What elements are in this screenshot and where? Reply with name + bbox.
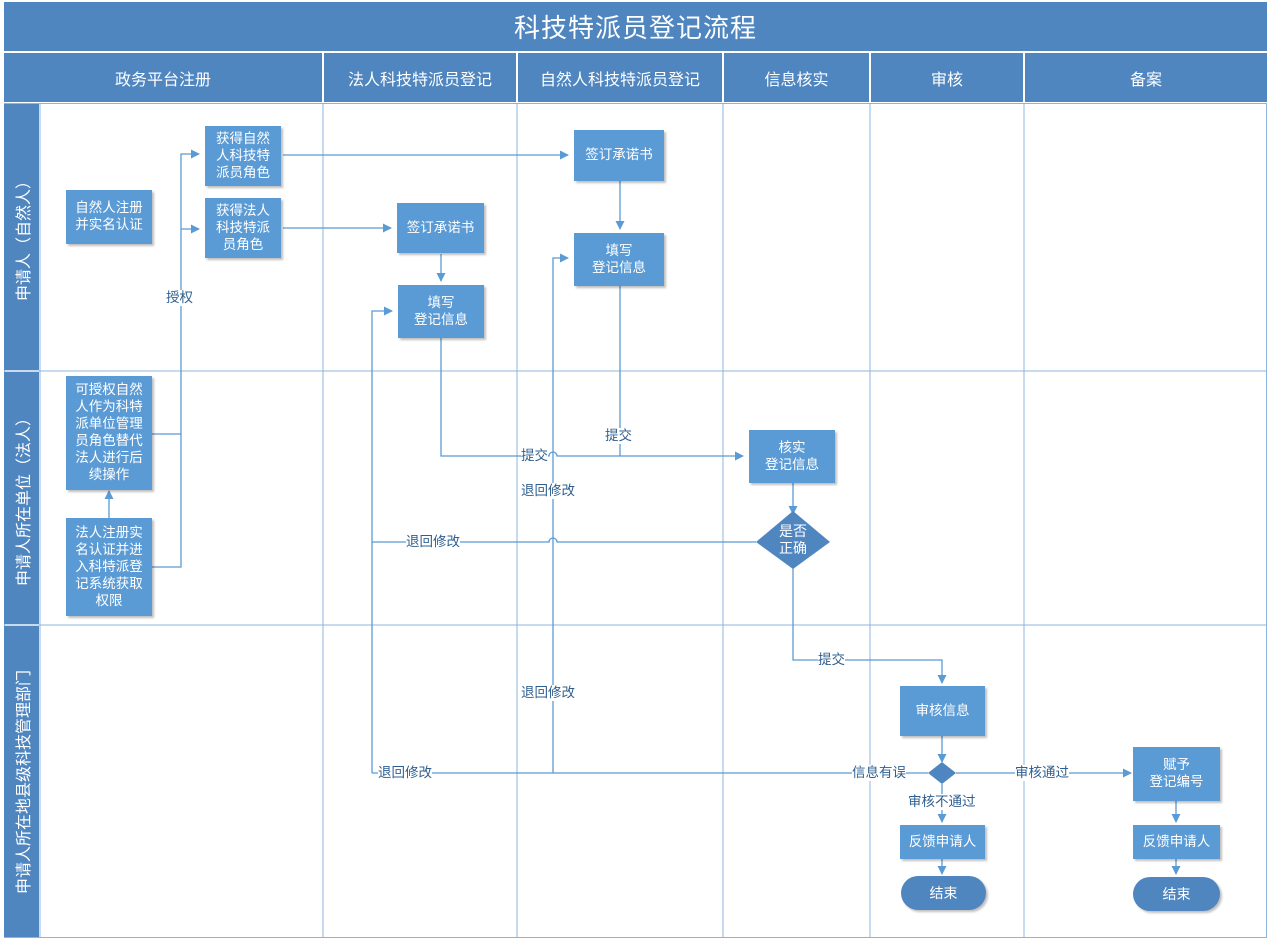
column-header-platform-register: 政务平台注册 bbox=[4, 53, 322, 102]
node-fill-natural: 填写 登记信息 bbox=[574, 233, 664, 286]
node-sign-legal: 签订承诺书 bbox=[397, 203, 484, 253]
edge-authorize-trunk bbox=[152, 149, 200, 568]
node-natural-register: 自然人注册 并实名认证 bbox=[66, 190, 152, 244]
label-info-error: 信息有误 bbox=[852, 765, 906, 781]
node-verify: 核实 登记信息 bbox=[749, 430, 835, 483]
label-return-review: 退回修改 bbox=[378, 765, 432, 781]
lane-label: 申请人（自然人） bbox=[13, 172, 33, 302]
label-review-pass: 审核通过 bbox=[1015, 765, 1069, 781]
node-legal-role: 获得法人 科技特派 员角色 bbox=[205, 198, 281, 258]
lane-header-natural-person: 申请人（自然人） bbox=[4, 104, 39, 370]
swimlane-grid bbox=[4, 103, 1267, 938]
label-submit-review: 提交 bbox=[818, 652, 845, 668]
label-submit-natural: 提交 bbox=[605, 428, 632, 444]
edge-return-legal bbox=[371, 306, 393, 773]
decision-review bbox=[928, 762, 956, 784]
node-feedback-right: 反馈申请人 bbox=[1133, 825, 1220, 859]
edge-fill-legal-to-verify bbox=[440, 337, 744, 461]
node-sign-natural: 签订承诺书 bbox=[574, 130, 664, 181]
column-header-verification: 信息核实 bbox=[724, 53, 869, 102]
label-review-fail: 审核不通过 bbox=[908, 794, 976, 810]
edge-return-natural bbox=[552, 253, 569, 773]
node-review: 审核信息 bbox=[900, 686, 985, 736]
node-is-correct-label: 是否 正确 bbox=[779, 524, 807, 557]
node-fill-legal: 填写 登记信息 bbox=[398, 285, 484, 338]
node-authorize-note: 可授权自然 人作为科特 派单位管理 员角色替代 法人进行后 续操作 bbox=[66, 376, 152, 490]
page-title: 科技特派员登记流程 bbox=[4, 2, 1267, 51]
node-natural-role: 获得自然 人科技特 派员角色 bbox=[205, 126, 281, 186]
node-legal-register: 法人注册实 名认证并进 入科特派登 记系统获取 权限 bbox=[66, 518, 152, 616]
label-authorize: 授权 bbox=[166, 290, 193, 306]
lane-label: 申请人所在地县级科技管理部门 bbox=[13, 669, 33, 894]
label-return-natural-2: 退回修改 bbox=[521, 685, 575, 701]
node-end-left: 结束 bbox=[901, 876, 986, 910]
decision-is-correct bbox=[756, 511, 830, 569]
node-feedback-left: 反馈申请人 bbox=[900, 825, 985, 859]
label-return-verify: 退回修改 bbox=[406, 534, 460, 550]
lane-header-legal-unit: 申请人所在单位（法人） bbox=[4, 372, 39, 624]
column-header-natural-registration: 自然人科技特派员登记 bbox=[518, 53, 722, 102]
lane-header-county-department: 申请人所在地县级科技管理部门 bbox=[4, 626, 39, 937]
label-return-natural-1: 退回修改 bbox=[521, 483, 575, 499]
label-submit-legal: 提交 bbox=[521, 448, 548, 464]
edge-decision-to-review bbox=[792, 567, 947, 684]
column-header-review: 审核 bbox=[871, 53, 1023, 102]
lane-label: 申请人所在单位（法人） bbox=[13, 409, 33, 587]
column-header-legal-registration: 法人科技特派员登记 bbox=[324, 53, 516, 102]
node-assign-number: 赋予 登记编号 bbox=[1133, 747, 1220, 801]
column-header-filing: 备案 bbox=[1025, 53, 1267, 102]
node-end-right: 结束 bbox=[1133, 877, 1220, 911]
